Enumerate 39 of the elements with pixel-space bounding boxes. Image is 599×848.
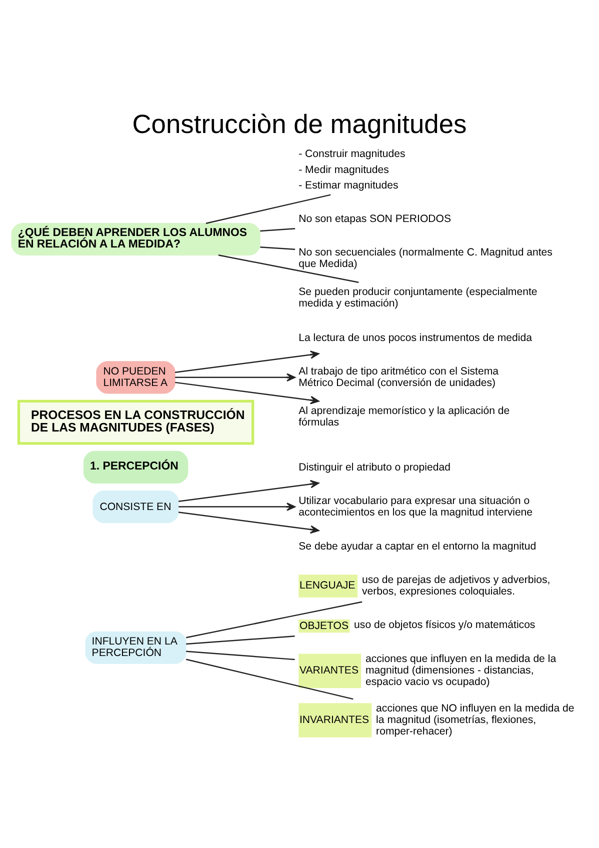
arrow: [178, 511, 320, 534]
arrow: [175, 381, 320, 404]
connector: [186, 658, 354, 700]
node-label: acciones que influyen en la medida de la magnitud (dimensiones - distancias, espacio vacio vs ocupado): [366, 652, 556, 688]
connector: [186, 650, 295, 660]
node-box: 1. PERCEPCIÓN: [83, 450, 188, 483]
node-box: ¿QUÉ DEBEN APRENDER LOS ALUMNOS EN RELACIÓN A LA MEDIDA?: [11, 222, 260, 255]
node-box: CONSISTE EN: [92, 490, 179, 523]
node-text: Distinguir el atributo o propiedad: [298, 460, 450, 473]
node-text: La lectura de unos pocos instrumentos de medida: [298, 331, 532, 344]
node-label: uso de parejas de adjetivos y adverbios, verbos, expresiones coloquiales.: [362, 574, 550, 597]
node-text: Utilizar vocabulario para expresar una situación o acontecimientos en los que la magnitud interviene: [298, 494, 533, 518]
node-box: INFLUYEN EN LA PERCEPCIÓN: [85, 630, 186, 664]
node-label: acciones que NO influyen en la medida de la magnitud (isometrías, flexiones, romper-rehacer): [376, 702, 574, 737]
node-box: INVARIANTES: [298, 702, 372, 737]
connector: [260, 246, 296, 250]
connector: [260, 228, 296, 232]
arrow: [178, 479, 320, 502]
node-text: Al aprendizaje memorístico y la aplicación de fórmulas: [298, 404, 510, 428]
node-text: Al trabajo de tipo aritmético con el Sistema Métrico Decimal (conversión de unidades): [298, 364, 499, 388]
node-box: NO PUEDEN LIMITARSE A: [96, 360, 176, 394]
arrow: [175, 350, 320, 372]
node-text: - Construir magnitudes - Medir magnitudes - Estimar magnitudes: [298, 148, 406, 192]
node-text: No son secuenciales (normalmente C. Magnitud antes que Medida): [298, 246, 552, 270]
node-box: VARIANTES: [298, 653, 362, 688]
connector: [218, 254, 359, 282]
node-box: LENGUAJE: [298, 574, 358, 597]
connector: [206, 194, 331, 224]
node-box: OBJETOS: [298, 618, 350, 632]
connector: [186, 635, 295, 644]
node-text: Se debe ayudar a captar en el entorno la magnitud: [298, 540, 536, 552]
node-text: Se pueden producir conjuntamente (especialmente medida y estimación): [298, 286, 538, 310]
node-label: uso de objetos físicos y/o matemáticos: [354, 618, 536, 630]
arrow: [178, 502, 296, 510]
diagram-title: Construcciòn de magnitudes: [132, 108, 467, 139]
node-text: No son etapas SON PERIODOS: [298, 212, 452, 225]
connector: [186, 600, 362, 638]
arrow: [175, 372, 296, 382]
node-box: PROCESOS EN LA CONSTRUCCIÓN DE LAS MAGNITUDES (FASES): [17, 399, 254, 444]
